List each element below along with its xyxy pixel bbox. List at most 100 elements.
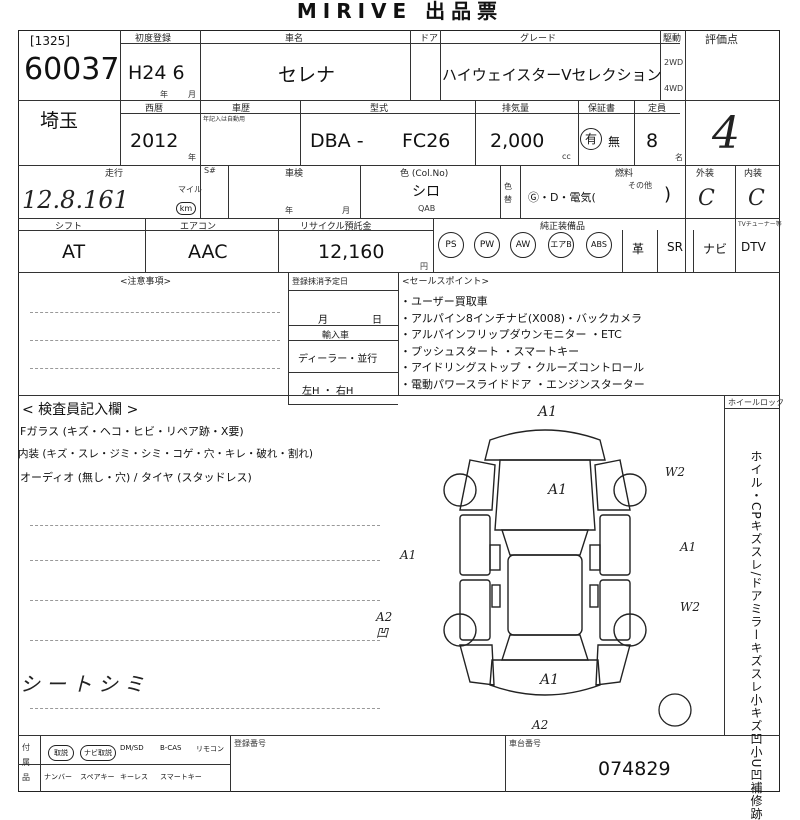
damage-side-note: ホイル・CPキズスレ/ドアミラーキズスレ小キズ凹小U凹補修跡 bbox=[749, 450, 763, 820]
damage-mark-rear: A1 bbox=[540, 672, 560, 688]
grid-line bbox=[657, 230, 658, 272]
left-rear-fender bbox=[459, 644, 495, 686]
shift-label: シフト bbox=[55, 222, 83, 232]
fuel-options: Ⓖ・D・電気( bbox=[528, 191, 596, 204]
sales-point: ・アルパイン8インチナビ(X008)・バックカメラ bbox=[400, 312, 643, 325]
door-label: ドア bbox=[420, 34, 439, 44]
writing-line bbox=[30, 312, 280, 313]
grid-line bbox=[300, 100, 301, 165]
grid-line bbox=[18, 165, 780, 166]
exterior-value: C bbox=[698, 186, 715, 211]
damage-mark-rear-left: A2 凹 bbox=[376, 610, 393, 640]
eval-label: 評価点 bbox=[705, 33, 738, 46]
grid-line bbox=[360, 165, 361, 218]
history-label: 車歴 bbox=[232, 104, 251, 114]
writing-line bbox=[30, 640, 380, 641]
grid-line bbox=[120, 30, 121, 100]
car-name-label: 車名 bbox=[285, 34, 304, 44]
damage-mark-left-front: W2 bbox=[665, 465, 685, 479]
color-value: シロ bbox=[412, 184, 440, 200]
interior-condition: 内装 (キズ・スレ・ジミ・シミ・コゲ・穴・キレ・破れ・割れ) bbox=[18, 448, 314, 460]
import-label: 輸入車 bbox=[322, 331, 350, 341]
wheel-rear-left bbox=[443, 613, 477, 647]
spare-tire-circle bbox=[658, 693, 692, 727]
interior-value: C bbox=[748, 186, 765, 211]
interior-label: 内装 bbox=[744, 169, 763, 179]
chassis-number: 074829 bbox=[598, 758, 671, 780]
first-reg-label: 初度登録 bbox=[135, 34, 172, 44]
mileage-unit-km: km bbox=[176, 196, 196, 215]
mileage-label: 走行 bbox=[105, 169, 124, 179]
grid-line bbox=[120, 43, 680, 44]
glass-condition: Fガラス (キズ・ヘコ・ヒビ・リペア跡・X要) bbox=[20, 425, 244, 438]
grade-label: グレード bbox=[520, 34, 557, 44]
grid-line bbox=[200, 165, 201, 218]
capacity-unit: 名 bbox=[675, 153, 683, 162]
recycle-label: リサイクル預託金 bbox=[300, 222, 372, 232]
grid-line bbox=[228, 165, 229, 218]
windshield bbox=[501, 529, 589, 556]
right-rear-door bbox=[599, 579, 631, 641]
left-rear-door bbox=[459, 579, 491, 641]
displacement-unit: cc bbox=[562, 152, 571, 161]
inspection-year: 年 bbox=[285, 206, 293, 215]
grid-line bbox=[724, 408, 780, 409]
grid-line bbox=[18, 272, 780, 273]
grid-line bbox=[18, 218, 780, 219]
drive-4wd: 4WD bbox=[664, 84, 684, 93]
acc-bcas: B-CAS bbox=[160, 744, 182, 752]
grid-line bbox=[200, 30, 201, 100]
equip-leather: 革 bbox=[632, 242, 645, 256]
wheel-front-left bbox=[443, 473, 477, 507]
equip-pw: PW bbox=[474, 232, 500, 258]
capacity-value: 8 bbox=[646, 130, 659, 152]
grid-line bbox=[288, 404, 398, 405]
inspection-month: 月 bbox=[342, 206, 350, 215]
model-year-label: 西暦 bbox=[145, 104, 164, 114]
grid-line bbox=[288, 372, 398, 373]
recycle-value: 12,160 bbox=[318, 241, 385, 263]
sales-point: ・アイドリングストップ ・クルーズコントロール bbox=[400, 361, 645, 374]
grid-line bbox=[410, 30, 411, 100]
drive-label: 駆動 bbox=[663, 34, 682, 44]
displacement-label: 排気量 bbox=[502, 104, 530, 114]
grid-line bbox=[398, 272, 399, 395]
aircon-label: エアコン bbox=[180, 222, 217, 232]
acc-manual: 取説 bbox=[48, 740, 74, 761]
writing-line bbox=[30, 368, 280, 369]
grid-line bbox=[660, 30, 661, 100]
fuel-other-label: その他 bbox=[628, 181, 652, 190]
grid-line bbox=[288, 272, 289, 404]
type-label: 型式 bbox=[370, 104, 389, 114]
grid-line bbox=[475, 100, 476, 165]
acc-remote: リモコン bbox=[196, 745, 224, 753]
grid-line bbox=[735, 165, 736, 273]
grid-line bbox=[278, 218, 279, 272]
acc-navi-manual: ナビ取説 bbox=[80, 740, 116, 761]
equip-sr: SR bbox=[667, 240, 683, 254]
audio-tire: オーディオ (無し・穴) / タイヤ (スタッドレス) bbox=[20, 471, 252, 484]
grid-line bbox=[18, 764, 230, 765]
writing-line bbox=[30, 560, 380, 561]
history-note: 年記入は自動用 bbox=[203, 116, 246, 123]
shift-value: AT bbox=[62, 241, 86, 263]
capacity-label: 定員 bbox=[648, 104, 667, 114]
rear-window bbox=[501, 634, 589, 661]
recycle-unit: 円 bbox=[420, 262, 428, 271]
left-front-door bbox=[459, 514, 491, 576]
grid-line bbox=[440, 30, 441, 100]
grid-line bbox=[230, 735, 231, 792]
pillar-right bbox=[589, 584, 599, 608]
writing-line bbox=[30, 525, 380, 526]
equipment-label: 純正装備品 bbox=[540, 222, 586, 232]
grid-line bbox=[505, 735, 506, 792]
grid-line bbox=[288, 290, 398, 291]
first-reg-value: H24 6 bbox=[128, 62, 185, 84]
equip-abs: ABS bbox=[586, 232, 612, 258]
left-front-fender bbox=[459, 459, 496, 511]
damage-mark-right-rear: W2 bbox=[680, 600, 700, 614]
guarantee-label: 保証書 bbox=[588, 104, 616, 114]
pillar-left bbox=[491, 584, 501, 608]
sales-point: ・ユーザー買取車 bbox=[400, 295, 488, 308]
s-label: S# bbox=[204, 166, 216, 175]
